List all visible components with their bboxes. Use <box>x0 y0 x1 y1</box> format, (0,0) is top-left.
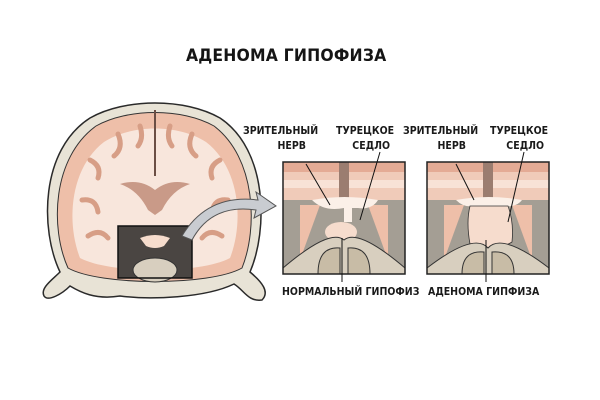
caption-normal-pituitary: НОРМАЛЬНЫЙ ГИПОФИЗ <box>282 286 420 298</box>
label-line: НЕРВ <box>437 140 466 152</box>
sella-turcica-label-adenoma: ТУРЕЦКОЕ СЕДЛО <box>490 124 549 154</box>
panel-pituitary-adenoma <box>426 151 550 282</box>
label-line: ЗРИТЕЛЬНЫЙ <box>403 125 479 137</box>
diagram-title: АДЕНОМА ГИПОФИЗА <box>186 46 387 66</box>
sella-turcica-label-normal: ТУРЕЦКОЕ СЕДЛО <box>336 124 395 154</box>
panel-normal-pituitary <box>282 151 406 282</box>
label-line: ТУРЕЦКОЕ <box>336 125 395 137</box>
optic-nerve-label-normal: ЗРИТЕЛЬНЫЙ НЕРВ <box>243 124 319 154</box>
caption-pituitary-adenoma: АДЕНОМА ГИПФИЗА <box>428 286 540 298</box>
label-line: СЕДЛО <box>352 140 390 152</box>
zoom-arrow <box>181 190 277 241</box>
label-line: НЕРВ <box>277 140 306 152</box>
label-line: ТУРЕЦКОЕ <box>490 125 549 137</box>
brain-coronal-section <box>42 102 266 301</box>
optic-nerve-label-adenoma: ЗРИТЕЛЬНЫЙ НЕРВ <box>403 124 479 154</box>
label-line: ЗРИТЕЛЬНЫЙ <box>243 125 319 137</box>
label-line: СЕДЛО <box>506 140 544 152</box>
